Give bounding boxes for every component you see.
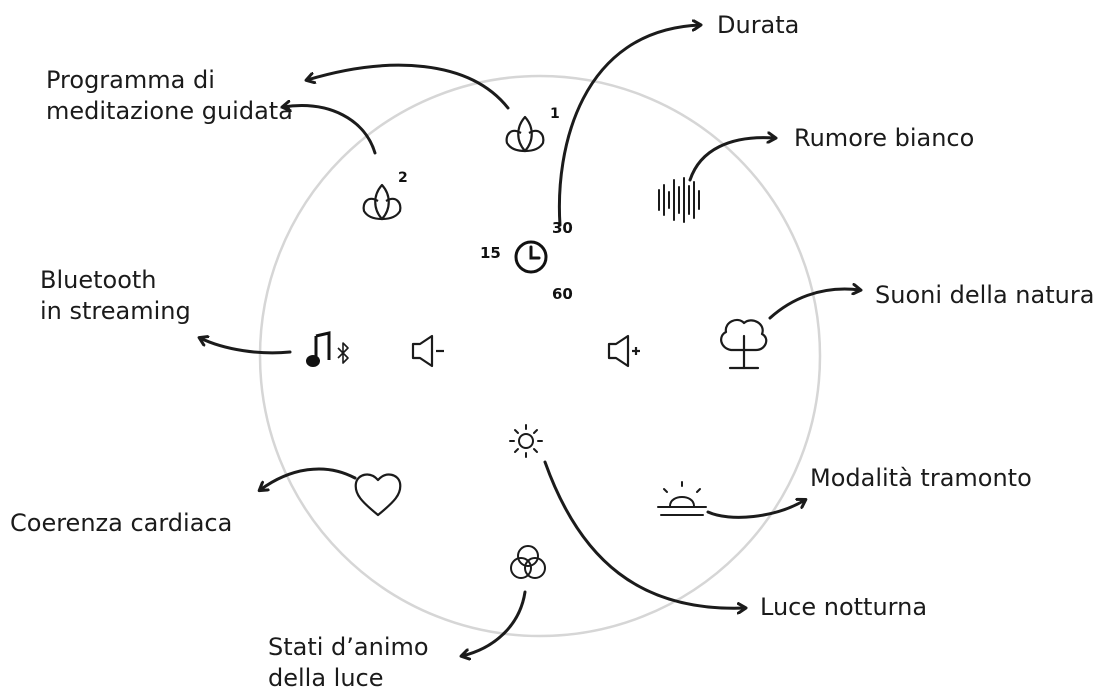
sound-wave-icon[interactable]: [658, 177, 700, 223]
volume-up-icon[interactable]: [607, 334, 640, 368]
tree-icon[interactable]: [720, 318, 768, 370]
label-night-light: Luce notturna: [760, 593, 928, 621]
timer-60: 60: [552, 285, 573, 303]
label-bluetooth: Bluetooth in streaming: [40, 265, 191, 327]
rgb-circles-icon[interactable]: [510, 545, 546, 579]
arrow-timer-to-duration: [557, 25, 700, 227]
lotus-2-badge: 2: [398, 170, 408, 186]
timer-15: 15: [480, 244, 501, 262]
label-bluetooth-line2: in streaming: [40, 297, 191, 325]
label-light-moods: Stati d’animo della luce: [268, 632, 429, 694]
arrow-heart-to-coherence: [260, 467, 357, 490]
lotus-icon[interactable]: [505, 115, 545, 153]
sunset-icon[interactable]: [657, 481, 707, 516]
label-guided-meditation: Programma di meditazione guidata: [46, 65, 293, 127]
arrow-sunset-to-mode: [706, 500, 805, 519]
label-guided-meditation-line1: Programma di: [46, 66, 215, 94]
arrow-tree-to-nature: [768, 289, 860, 320]
label-light-moods-line1: Stati d’animo: [268, 633, 429, 661]
label-duration: Durata: [717, 11, 800, 39]
label-white-noise: Rumore bianco: [794, 124, 975, 152]
lotus-icon[interactable]: [362, 183, 402, 221]
lotus-1-badge: 1: [550, 106, 560, 122]
label-sunset-mode: Modalità tramonto: [810, 464, 1032, 492]
music-bluetooth-icon[interactable]: [306, 331, 349, 367]
label-nature-sounds: Suoni della natura: [875, 281, 1095, 309]
arrow-rgb-to-moods: [462, 590, 527, 656]
arrow-lotus2-to-guided: [283, 106, 377, 155]
label-light-moods-line2: della luce: [268, 664, 384, 692]
arrow-music-to-bluetooth: [200, 338, 292, 355]
device-ring: [258, 74, 822, 638]
timer-30: 30: [552, 219, 573, 237]
label-cardiac-coherence: Coerenza cardiaca: [10, 509, 233, 537]
heart-icon[interactable]: [354, 473, 402, 517]
arrow-lotus1-to-guided: [307, 63, 510, 110]
clock-icon[interactable]: [514, 240, 548, 274]
arrow-wave-to-white-noise: [688, 138, 775, 182]
volume-down-icon[interactable]: [411, 334, 444, 368]
sun-icon[interactable]: [509, 424, 543, 458]
label-guided-meditation-line2: meditazione guidata: [46, 97, 293, 125]
label-bluetooth-line1: Bluetooth: [40, 266, 157, 294]
arrow-sun-to-night-light: [543, 460, 745, 608]
